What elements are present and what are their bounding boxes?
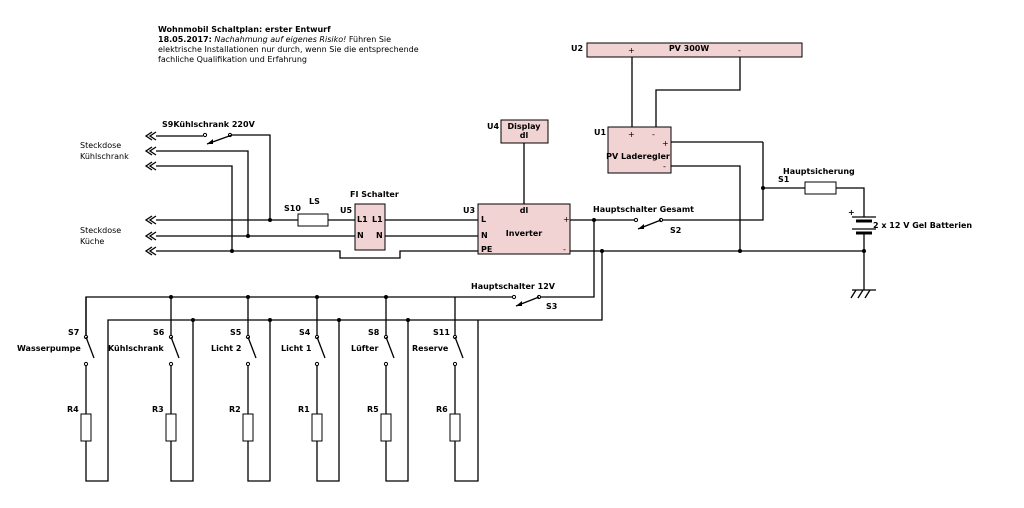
socket-kueche: Steckdose Küche — [80, 215, 157, 256]
u5-l1a: L1 — [357, 215, 368, 224]
switch-ref-s7: S7 — [68, 328, 79, 337]
resistor-ref-r4: R4 — [67, 405, 79, 414]
schematic-note: Wohnmobil Schaltplan: erster Entwurf 18.… — [158, 25, 428, 65]
switch-lever — [316, 336, 326, 359]
u2-minus: - — [738, 46, 741, 55]
switch-lever — [85, 336, 95, 359]
s1-main-fuse: S1 Hauptsicherung — [778, 167, 855, 195]
note-text: Führen Sie elektrische Installationen nu… — [158, 35, 419, 64]
u1-ref: U1 — [594, 128, 606, 137]
resistor-ref-r3: R3 — [152, 405, 164, 414]
note-title: Wohnmobil Schaltplan: erster Entwurf — [158, 25, 331, 34]
resistor-r6 — [449, 413, 461, 442]
switch-label-s6: Kühlschrank — [108, 344, 164, 353]
switch-ref-s8: S8 — [368, 328, 380, 337]
s3-ref: S3 — [546, 302, 557, 311]
switch-label-s7: Wasserpumpe — [17, 344, 81, 353]
battery-label: 2 x 12 V Gel Batterien — [873, 221, 972, 230]
resistor-ref-r1: R1 — [298, 405, 310, 414]
junctions — [169, 186, 866, 322]
u4-label2: dl — [520, 131, 529, 140]
s2-ref: S2 — [670, 226, 681, 235]
ac-wiring — [156, 134, 525, 259]
u5-title: FI Schalter — [350, 190, 399, 199]
ground-icon — [850, 289, 876, 299]
s3-label: Hauptschalter 12V — [471, 282, 556, 291]
switch-lever — [385, 336, 395, 359]
u4-ref: U4 — [487, 122, 499, 131]
u2-plus: + — [628, 46, 635, 55]
socket1-line2: Kühlschrank — [80, 152, 129, 161]
charge-controller-u1: U1 PV Laderegler + - + - — [594, 126, 672, 174]
switch-ref-s6: S6 — [153, 328, 165, 337]
socket1-line1: Steckdose — [80, 141, 121, 150]
u5-ref: U5 — [340, 206, 352, 215]
switch-label-s11: Reserve — [412, 344, 449, 353]
s1-label: Hauptsicherung — [783, 167, 855, 176]
s1-ref: S1 — [778, 175, 790, 184]
note-warning: Nachahmung auf eigenes Risiko! — [214, 35, 347, 44]
inverter-u3: U3 dl Inverter L N PE + - — [463, 203, 571, 255]
resistor-r2 — [242, 413, 254, 442]
switch-label-s8: Lüfter — [351, 344, 379, 353]
fi-switch-u5: FI Schalter U5 L1 L1 N N — [340, 190, 399, 251]
switch-lever — [170, 336, 180, 359]
u1-plus1: + — [628, 130, 635, 139]
u4-label: Display — [508, 122, 542, 131]
switch-label-s4: Licht 1 — [281, 344, 312, 353]
u5-nb: N — [376, 231, 383, 240]
u3-pin-l: L — [481, 215, 486, 224]
u5-na: N — [357, 231, 364, 240]
resistor-r5 — [380, 413, 392, 442]
u3-plus: + — [563, 215, 570, 224]
s3-switch-12v: Hauptschalter 12V S3 — [471, 282, 557, 311]
u1-minus1: - — [652, 130, 655, 139]
socket-kuehlschrank: Steckdose Kühlschrank — [80, 131, 157, 171]
u1-plus2: + — [662, 139, 669, 148]
u2-ref: U2 — [571, 44, 583, 53]
u3-top: dl — [520, 206, 529, 215]
u3-ref: U3 — [463, 206, 475, 215]
s9-switch: S9Kühlschrank 220V — [162, 120, 256, 145]
switch-lever — [247, 336, 257, 359]
note-body: 18.05.2017: Nachahmung auf eigenes Risik… — [158, 35, 428, 65]
resistor-ref-r5: R5 — [367, 405, 379, 414]
pv-panel-u2: U2 PV 300W + - — [571, 42, 803, 58]
resistor-ref-r6: R6 — [436, 405, 448, 414]
u5-l1b: L1 — [372, 215, 383, 224]
u3-minus: - — [563, 245, 566, 254]
u3-pin-pe: PE — [481, 245, 492, 254]
switch-label-s5: Licht 2 — [211, 344, 241, 353]
socket2-line2: Küche — [80, 237, 104, 246]
u3-pin-n: N — [481, 231, 488, 240]
resistor-ref-r2: R2 — [229, 405, 241, 414]
s10-ref: S10 — [284, 204, 301, 213]
battery-symbol: + 2 x 12 V Gel Batterien — [848, 208, 972, 235]
socket2-line1: Steckdose — [80, 226, 121, 235]
s10-label: LS — [309, 197, 320, 206]
s2-main-switch: Hauptschalter Gesamt S2 — [593, 205, 694, 235]
resistor-r3 — [165, 413, 177, 442]
u1-label: PV Laderegler — [606, 152, 670, 161]
s9-label: S9Kühlschrank 220V — [162, 120, 256, 129]
u2-label: PV 300W — [669, 44, 710, 53]
s10-breaker: S10 LS — [284, 197, 329, 227]
dc-wiring — [85, 57, 865, 482]
switch-ref-s4: S4 — [299, 328, 311, 337]
display-u4: U4 Display dl — [487, 119, 549, 144]
switch-ref-s11: S11 — [433, 328, 450, 337]
s2-label: Hauptschalter Gesamt — [593, 205, 694, 214]
battery-plus: + — [848, 208, 855, 217]
switch-lever — [454, 336, 464, 359]
u3-label: Inverter — [506, 229, 543, 238]
resistor-r4 — [80, 413, 92, 442]
switch-ref-s5: S5 — [230, 328, 242, 337]
note-date: 18.05.2017: — [158, 35, 212, 44]
resistor-r1 — [311, 413, 323, 442]
u1-minus2: - — [663, 162, 666, 171]
